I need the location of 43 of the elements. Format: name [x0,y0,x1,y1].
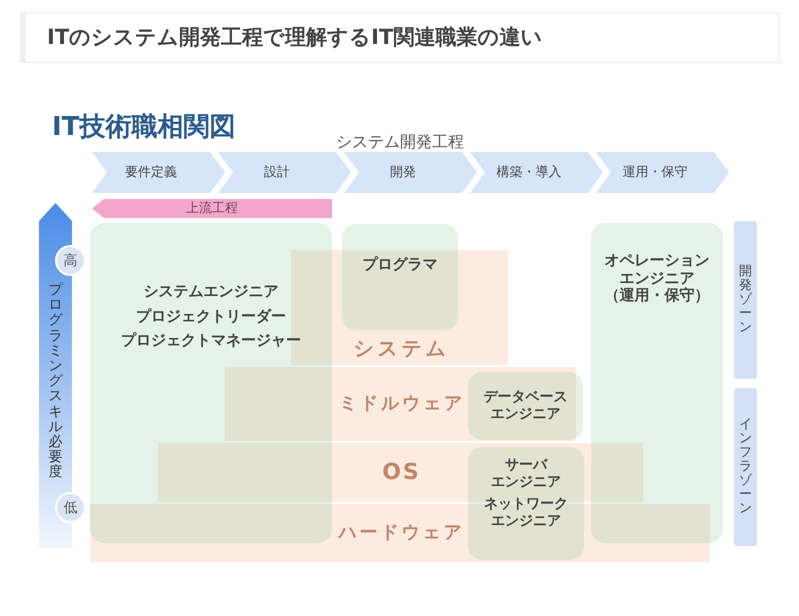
step-label: 構築・導入 [496,164,562,180]
level-label: 低 [64,500,78,516]
step-label: 設計 [264,164,290,180]
layer-label: システム [352,336,450,360]
job-title: プロジェクトマネージャー [121,330,301,351]
axis-label: プログラミングスキル必要度 [48,283,64,481]
job-title: データベースエンジニア [482,389,568,422]
role-box [468,372,583,440]
process-step [218,152,351,193]
job-title: オペレーションエンジニア [604,252,710,287]
layer-label: ハードウェア [336,522,464,544]
arrow-label: 上流工程 [186,201,238,216]
role-box [90,223,332,543]
level-circle [55,492,86,523]
process-step [470,152,603,193]
job-title: サーバエンジニア [490,457,562,491]
layer-label: OS [381,460,421,486]
layer-label: ミドルウェア [338,393,465,415]
job-title: プログラマ [362,255,438,273]
process-step [92,152,225,193]
job-title: システムエンジニア [144,281,278,302]
heading-bar: ITのシステム開発工程で理解するIT関連職業の違い [20,12,780,63]
zone-label: インフラゾーン [738,418,753,516]
row-heading: システム開発工程 [336,133,464,151]
zone-label: 開発ゾーン [738,265,753,335]
process-step [344,152,477,193]
job-title: プロジェクトリーダー [136,306,286,326]
layer-band [225,367,576,441]
step-label: 開発 [390,164,416,180]
level-label: 高 [64,252,78,268]
process-step [596,152,729,193]
job-title: ネットワークエンジニア [483,496,569,530]
job-title: （運用・保守） [604,287,710,304]
diagram-title: IT技術職相関図 [52,111,236,143]
level-circle [55,245,86,276]
role-box [468,447,584,560]
role-box [342,224,458,330]
arrow-band [92,199,332,218]
step-label: 運用・保守 [622,164,688,180]
zone-band [734,388,757,546]
zone-band [734,221,757,379]
step-label: 要件定義 [125,164,177,180]
role-box [591,223,723,543]
